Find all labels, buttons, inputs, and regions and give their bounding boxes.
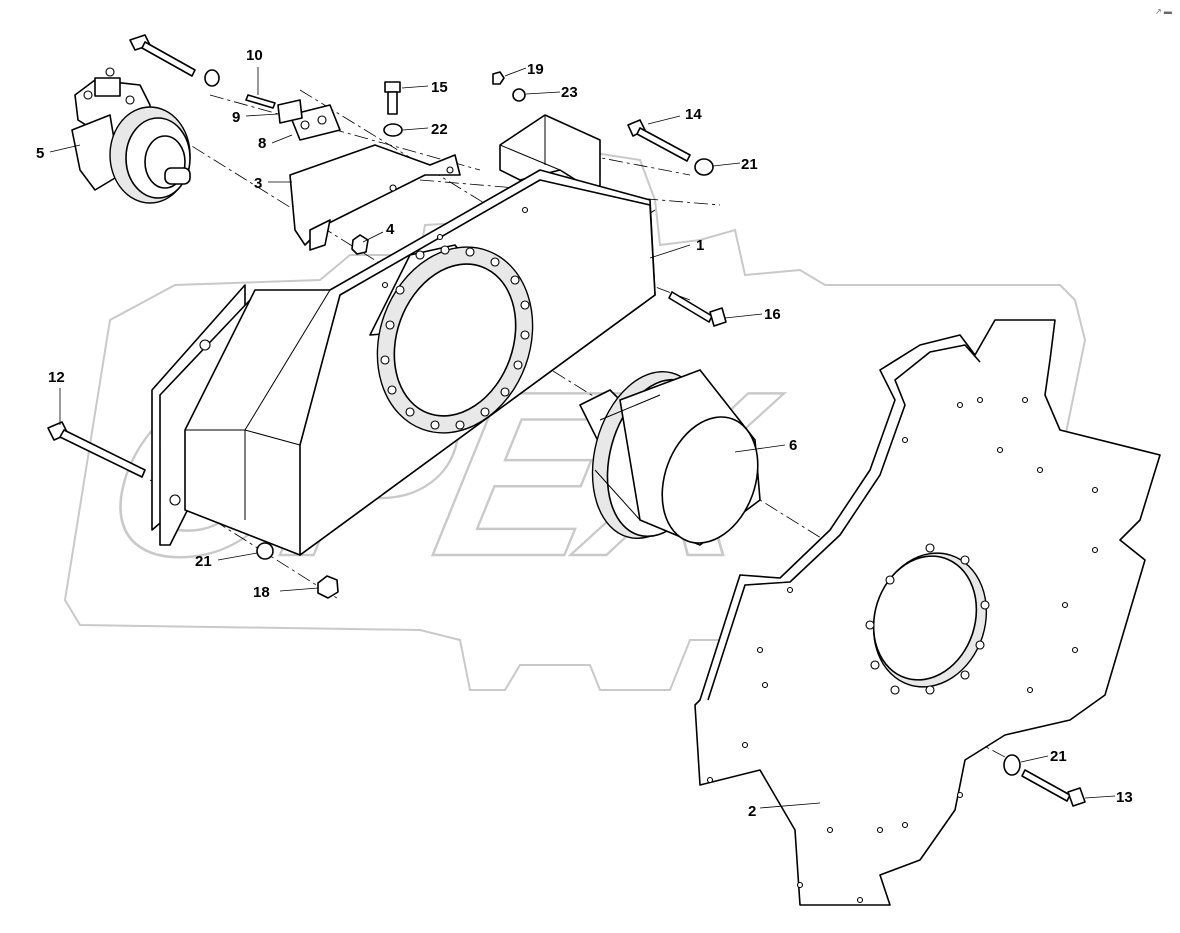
bracket-part-3 — [289, 144, 461, 251]
callout-14: 14 — [685, 106, 702, 123]
callout-6: 6 — [789, 437, 797, 454]
callout-10: 10 — [246, 47, 263, 64]
callout-leaders — [49, 67, 1116, 809]
callout-22: 22 — [431, 121, 448, 138]
callout-15: 15 — [431, 79, 448, 96]
callout-9: 9 — [232, 109, 240, 126]
callout-21-top: 21 — [741, 156, 758, 173]
plate-part-2 — [694, 319, 1161, 906]
housing-bolt-holes — [380, 245, 530, 430]
callout-3: 3 — [254, 175, 262, 192]
corner-mark: ↗ ▬ — [1155, 7, 1172, 16]
gearbox-part-6 — [579, 369, 761, 546]
callout-8: 8 — [258, 135, 266, 152]
callout-21-left: 21 — [195, 553, 212, 570]
callout-21-right: 21 — [1050, 748, 1067, 765]
callout-12: 12 — [48, 369, 65, 386]
clamp-part-8 — [289, 104, 341, 141]
plate-bolt-holes — [706, 396, 1099, 904]
callout-23: 23 — [561, 84, 578, 101]
callout-16: 16 — [764, 306, 781, 323]
callout-1: 1 — [696, 237, 704, 254]
shim-part-9 — [277, 99, 303, 124]
callout-19: 19 — [527, 61, 544, 78]
callout-13: 13 — [1116, 789, 1133, 806]
fasteners — [47, 34, 1086, 807]
callout-4: 4 — [386, 221, 395, 238]
callout-2: 2 — [748, 803, 756, 820]
motor-part-5 — [71, 67, 191, 204]
housing-part-1 — [151, 114, 656, 556]
callout-5: 5 — [36, 145, 44, 162]
callout-labels: 1 2 3 4 5 6 8 9 10 12 13 14 15 16 18 19 … — [36, 47, 1133, 820]
callout-18: 18 — [253, 584, 270, 601]
